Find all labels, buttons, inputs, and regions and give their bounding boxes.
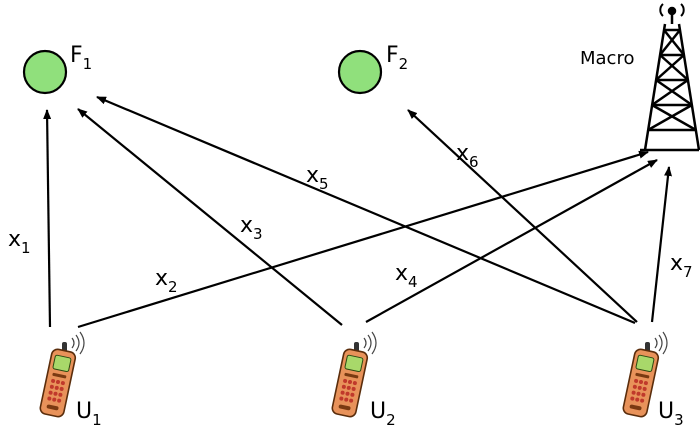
edge-x6	[407, 109, 638, 323]
macro-label: Macro	[580, 48, 634, 69]
user-u1-label: U1	[76, 399, 102, 429]
edge-x4	[365, 159, 658, 323]
femtocell-f2-icon	[337, 49, 383, 95]
edge-x7	[650, 166, 672, 323]
femtocell-f1-icon	[22, 49, 68, 95]
edge-label-x4: x4	[395, 261, 418, 291]
macro-tower-icon	[640, 3, 700, 152]
edge-x2	[77, 150, 649, 329]
edge-label-x6: x6	[456, 141, 479, 171]
femtocell-f2-label: F2	[386, 43, 408, 73]
edge-x3	[77, 108, 343, 326]
user-u3-label: U3	[658, 399, 684, 429]
edge-label-x3: x3	[240, 213, 263, 243]
femtocell-f1-label: F1	[70, 43, 92, 73]
edge-x5	[96, 95, 636, 325]
user-u2-label: U2	[370, 399, 396, 429]
edge-label-x2: x2	[155, 266, 178, 296]
edge-x1	[43, 109, 52, 328]
edge-label-x7: x7	[670, 251, 693, 281]
edge-label-x5: x5	[306, 163, 329, 193]
edge-label-x1: x1	[8, 227, 31, 257]
